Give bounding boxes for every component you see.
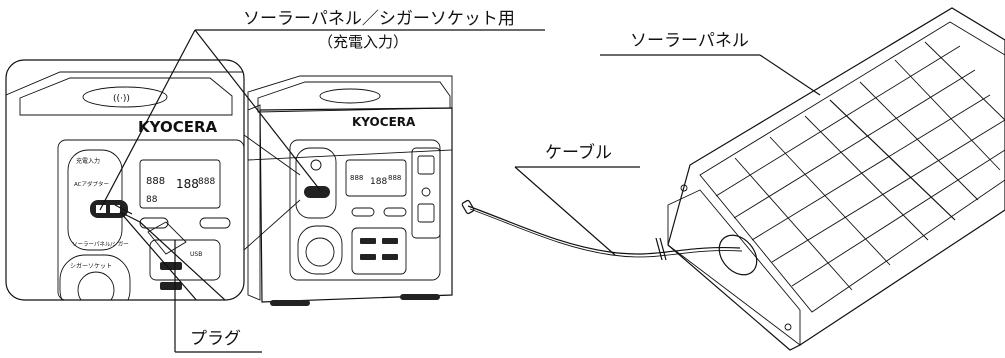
portable-power-station: KYOCERA 888 188 888 [247,75,453,306]
connection-cable [461,199,743,261]
wireless-pad-icon-main [319,88,381,104]
zoom-indicator-lines [243,134,301,251]
svg-text:888: 888 [388,174,401,182]
panel-handle [718,234,758,276]
callout-solar-socket: ソーラーパネル／シガーソケット用 （充電入力） [99,9,545,211]
cable-connector-end [461,199,475,215]
solar-input-port-main [304,186,330,198]
svg-text:88: 88 [146,195,158,205]
callout-plug: プラグ [174,240,262,353]
label-solar-cigar-socket: ソーラーパネル／シガーソケット用 [243,9,515,29]
label-ac-adapter: ACアダプター [74,180,109,188]
brand-logo-zoom: KYOCERA [138,118,218,136]
label-solar-cigar: ソーラーパネル/シガー [72,240,129,248]
ac-outlet-1 [417,155,435,175]
callout-cable: ケーブル [514,142,640,256]
zoomed-device-inset: ((·)) KYOCERA 充電入力 ACアダプター ソーラーパネル/シガー 8… [5,59,245,301]
plug-zoom [114,204,227,300]
cigar-socket-main [305,237,335,267]
label-cigar-socket: シガーソケット [70,262,112,270]
svg-text:188: 188 [370,177,387,187]
label-charge-in: 充電入力 [76,157,100,165]
label-charge-input: （充電入力） [318,33,408,51]
label-usb: USB [190,251,202,258]
label-cable: ケーブル [545,142,612,163]
lcd-display-zoom [139,159,221,209]
svg-text:888: 888 [198,177,215,187]
panel-cell-grid [699,21,1005,313]
solar-panel [667,7,1005,351]
svg-text:888: 888 [146,176,165,187]
brand-logo-main: KYOCERA [352,115,416,129]
solar-input-port-zoom [90,200,128,218]
cigar-socket-port [77,271,115,300]
wireless-pad-icon [82,86,168,108]
label-solar-panel: ソーラーパネル [630,31,749,51]
svg-text:888: 888 [350,174,363,182]
callout-solar-panel: ソーラーパネル [600,31,821,96]
wireless-symbol: ((·)) [113,94,130,104]
lcd-display-main [345,159,407,197]
label-plug: プラグ [190,329,241,349]
svg-text:188: 188 [176,177,199,191]
ac-outlet-2 [417,203,435,223]
